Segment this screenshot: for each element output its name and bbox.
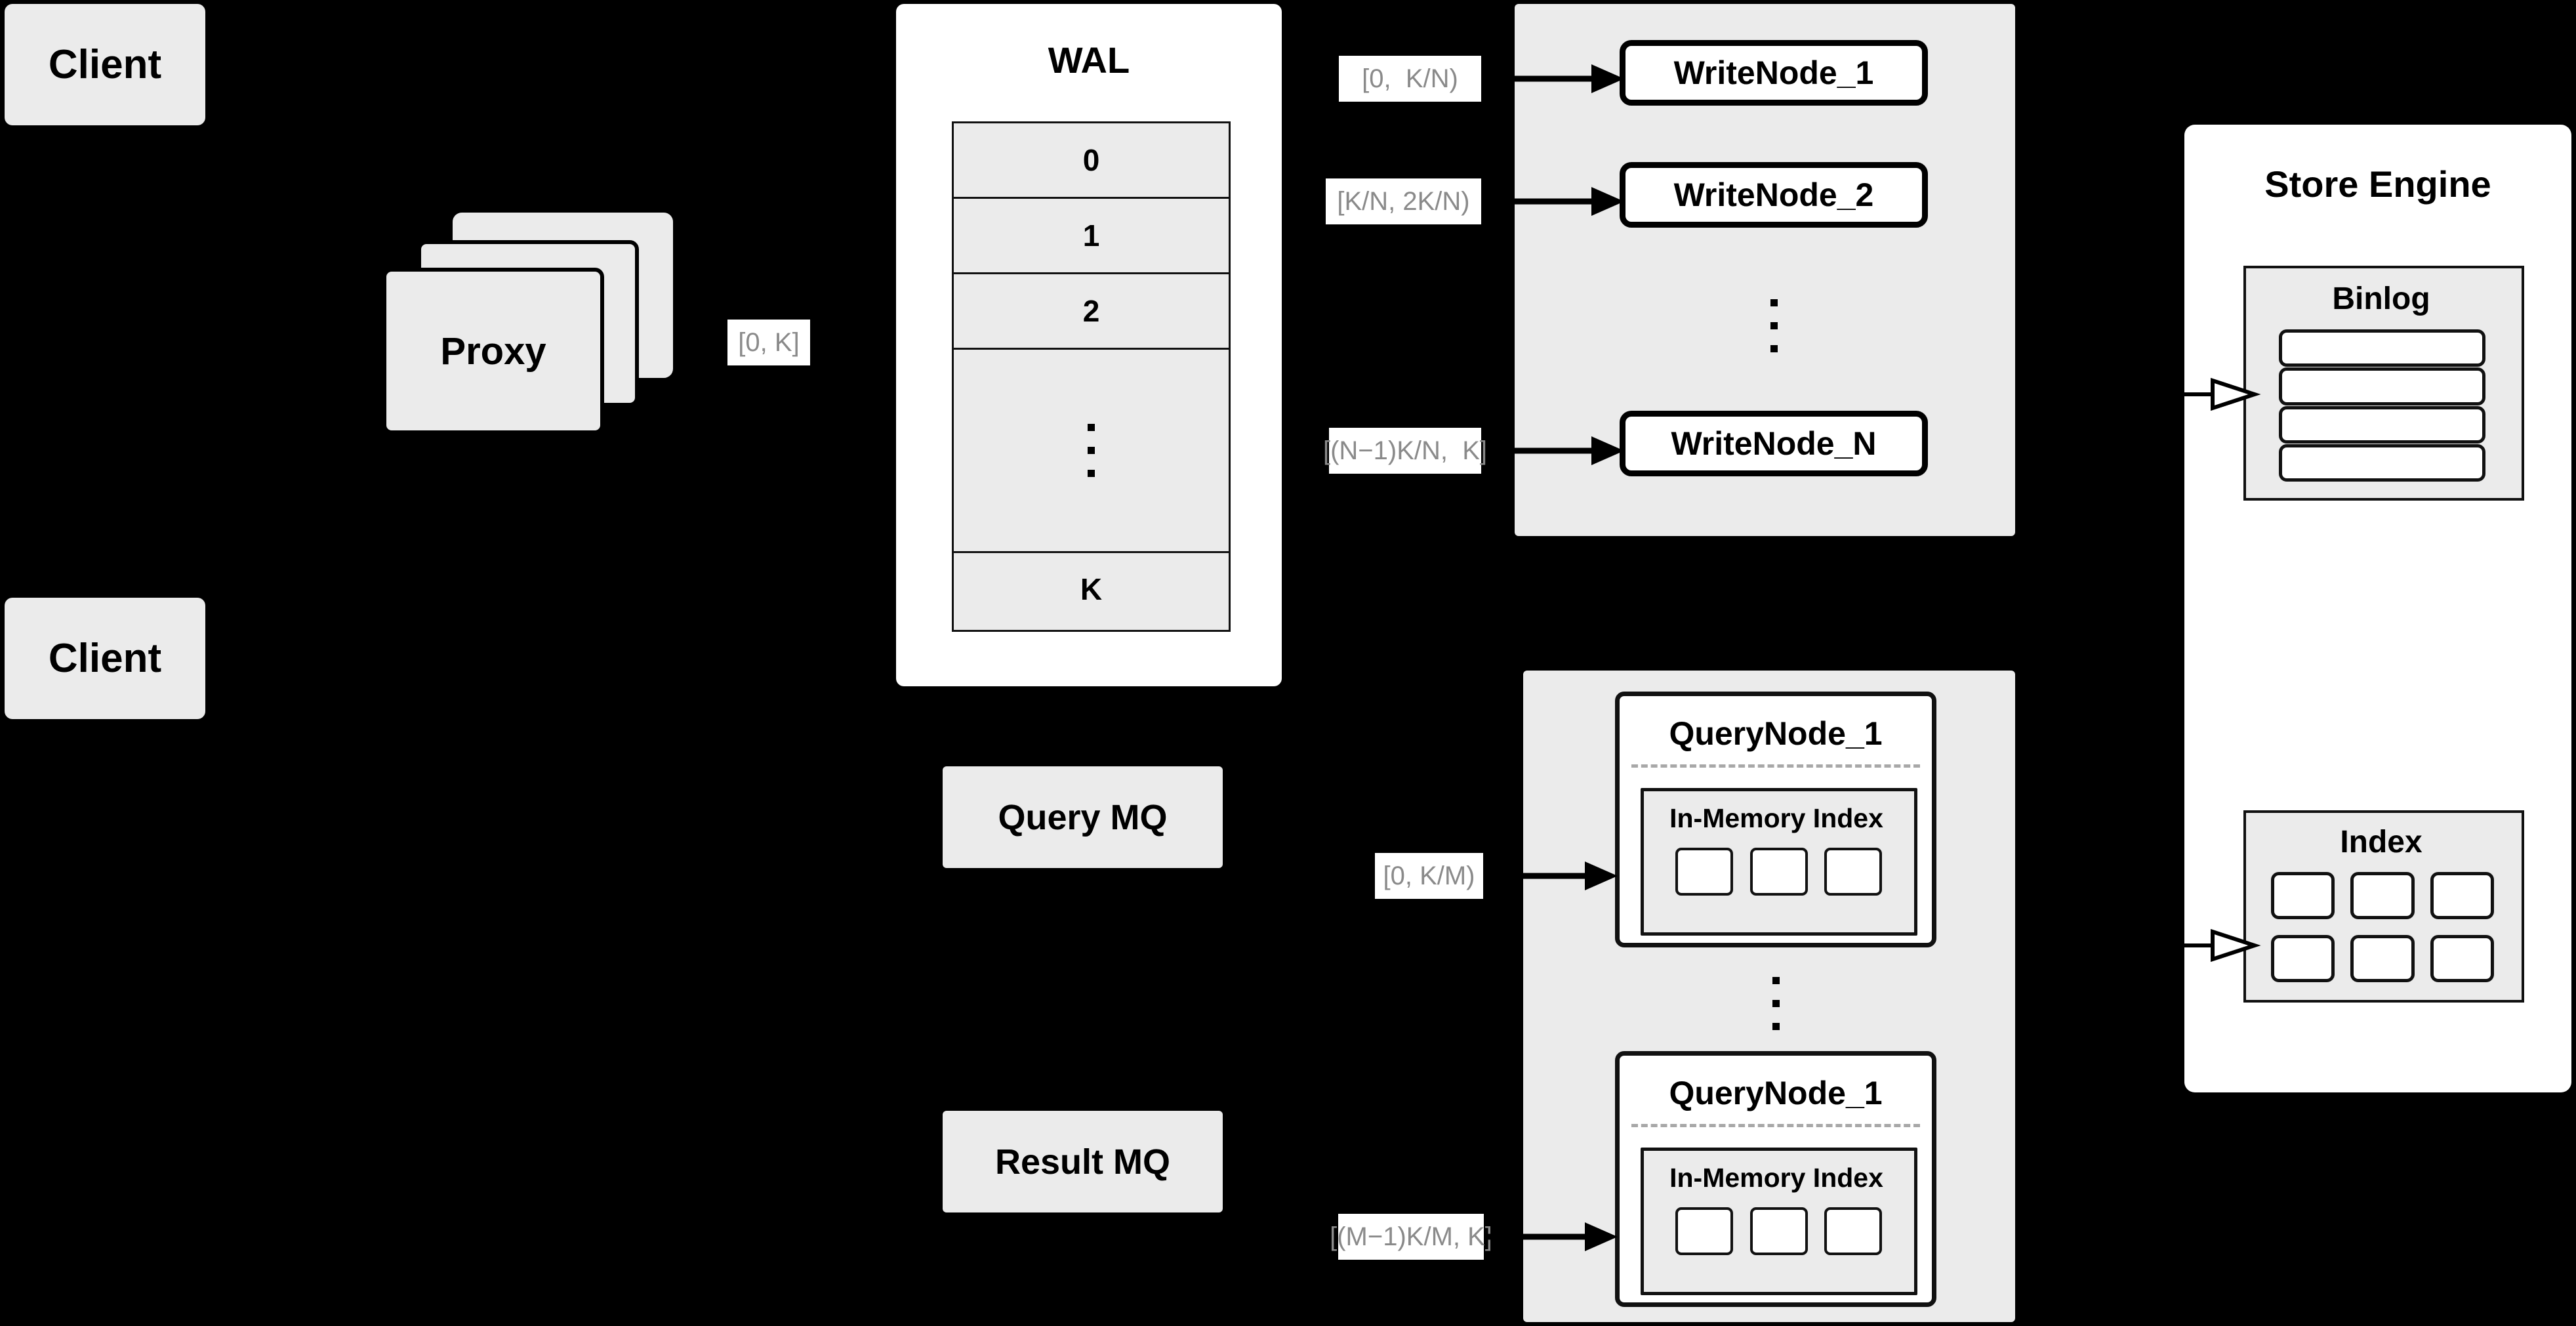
index-cell	[1675, 1207, 1733, 1255]
arrow-to-query-node-m	[1486, 1222, 1618, 1251]
query-mq-label: Query MQ	[998, 797, 1168, 837]
wal-panel: WAL 0 1 2 K	[896, 4, 1282, 686]
store-engine-title-wrap: Store Engine	[2184, 161, 2571, 207]
query-node-2-divider	[1631, 1124, 1920, 1127]
arrow-to-index	[2181, 928, 2261, 963]
wal-row-1: 1	[954, 199, 1229, 274]
client-label-2: Client	[48, 636, 162, 681]
wal-title-wrap: WAL	[896, 37, 1282, 83]
write-node-1-label: WriteNode_1	[1673, 54, 1874, 91]
arrow-to-write-node-1	[1486, 64, 1624, 93]
arrow-to-write-node-2	[1486, 187, 1624, 216]
index-cell	[1824, 848, 1882, 896]
result-mq-label: Result MQ	[994, 1142, 1171, 1182]
index-grid-row	[2271, 872, 2494, 919]
proxy-label: Proxy	[440, 329, 546, 373]
binlog-row	[2279, 405, 2485, 444]
in-memory-index-1: In-Memory Index	[1641, 788, 1917, 936]
tag-write-node-1: [0, K/N)	[1339, 56, 1481, 102]
in-memory-index-2-title-wrap: In-Memory Index	[1644, 1160, 1909, 1195]
in-memory-index-1-title-wrap: In-Memory Index	[1644, 800, 1909, 836]
store-engine-title: Store Engine	[2264, 163, 2491, 205]
query-node-1-title-wrap: QueryNode_1	[1620, 713, 1932, 754]
proxy-card-front[interactable]: Proxy	[382, 268, 604, 434]
index-grid-row	[2271, 935, 2494, 982]
binlog-row	[2279, 329, 2485, 367]
query-ellipsis-dot	[1772, 1022, 1780, 1030]
write-node-n-label: WriteNode_N	[1671, 425, 1877, 462]
write-ellipsis-dot	[1770, 345, 1778, 352]
query-mq-box[interactable]: Query MQ	[943, 766, 1223, 868]
tag-query-node-m: [(M−1)K/M, K]	[1330, 1214, 1492, 1260]
index-grid	[2271, 872, 2494, 982]
index-cell	[1749, 848, 1808, 896]
write-group-ellipsis	[1738, 278, 1810, 373]
query-node-1-divider	[1631, 764, 1920, 768]
index-cell	[1749, 1207, 1808, 1255]
query-node-group: QueryNode_1 In-Memory Index	[1523, 671, 2015, 1322]
wal-row-2: 2	[954, 274, 1229, 350]
in-memory-index-2-title: In-Memory Index	[1669, 1162, 1883, 1193]
write-node-2-label: WriteNode_2	[1673, 176, 1874, 213]
wal-row-k: K	[954, 553, 1229, 625]
index-title: Index	[2340, 824, 2423, 860]
index-grid-cell	[2271, 872, 2335, 919]
binlog-title: Binlog	[2332, 281, 2430, 316]
index-grid-cell	[2271, 935, 2335, 982]
query-ellipsis-dot	[1772, 999, 1780, 1007]
binlog-row	[2279, 367, 2485, 405]
wal-table: 0 1 2 K	[952, 121, 1231, 632]
index-cell	[1675, 848, 1733, 896]
wal-ellipsis-dot	[1088, 424, 1095, 431]
tag-write-node-2: [K/N, 2K/N)	[1326, 178, 1481, 224]
wal-ellipsis-dot	[1088, 447, 1095, 454]
tag-write-node-n: [(N−1)K/N, K]	[1323, 428, 1487, 474]
in-memory-index-1-title: In-Memory Index	[1669, 802, 1883, 833]
arrow-to-write-node-n	[1486, 436, 1624, 465]
query-node-2-title-wrap: QueryNode_1	[1620, 1073, 1932, 1113]
client-label-1: Client	[48, 42, 162, 87]
index-grid-cell	[2350, 935, 2415, 982]
query-node-2[interactable]: QueryNode_1 In-Memory Index	[1615, 1051, 1936, 1307]
wal-row-ellipsis	[954, 350, 1229, 553]
in-memory-index-2-cells	[1675, 1207, 1882, 1255]
index-cell	[1824, 1207, 1882, 1255]
write-ellipsis-dot	[1770, 322, 1778, 329]
tag-proxy-to-wal: [0, K]	[727, 320, 810, 365]
store-engine-panel: Store Engine Binlog Index	[2184, 125, 2571, 1092]
result-mq-box[interactable]: Result MQ	[943, 1111, 1223, 1212]
wal-row-0: 0	[954, 123, 1229, 199]
arrow-to-query-node-1	[1486, 861, 1618, 890]
query-node-2-title: QueryNode_1	[1669, 1075, 1883, 1111]
query-node-1[interactable]: QueryNode_1 In-Memory Index	[1615, 692, 1936, 947]
write-ellipsis-dot	[1770, 299, 1778, 306]
write-node-2[interactable]: WriteNode_2	[1620, 162, 1928, 228]
binlog-panel: Binlog	[2243, 266, 2524, 501]
in-memory-index-1-cells	[1675, 848, 1882, 896]
index-grid-cell	[2350, 872, 2415, 919]
wal-ellipsis-dot	[1088, 470, 1095, 477]
index-panel: Index	[2243, 810, 2524, 1003]
query-node-1-title: QueryNode_1	[1669, 715, 1883, 752]
index-title-wrap: Index	[2246, 822, 2516, 861]
binlog-title-wrap: Binlog	[2246, 279, 2516, 318]
binlog-row	[2279, 444, 2485, 482]
tag-query-node-1: [0, K/M)	[1375, 853, 1483, 899]
wal-title: WAL	[1048, 39, 1130, 81]
client-box-1[interactable]: Client	[5, 4, 205, 125]
write-node-1[interactable]: WriteNode_1	[1620, 40, 1928, 106]
write-node-n[interactable]: WriteNode_N	[1620, 411, 1928, 476]
index-grid-cell	[2430, 935, 2494, 982]
binlog-rows	[2279, 329, 2485, 482]
query-ellipsis-dot	[1772, 976, 1780, 984]
arrow-to-binlog	[2181, 377, 2261, 411]
in-memory-index-2: In-Memory Index	[1641, 1148, 1917, 1295]
client-box-2[interactable]: Client	[5, 598, 205, 719]
index-grid-cell	[2430, 872, 2494, 919]
query-group-ellipsis	[1740, 947, 1812, 1059]
